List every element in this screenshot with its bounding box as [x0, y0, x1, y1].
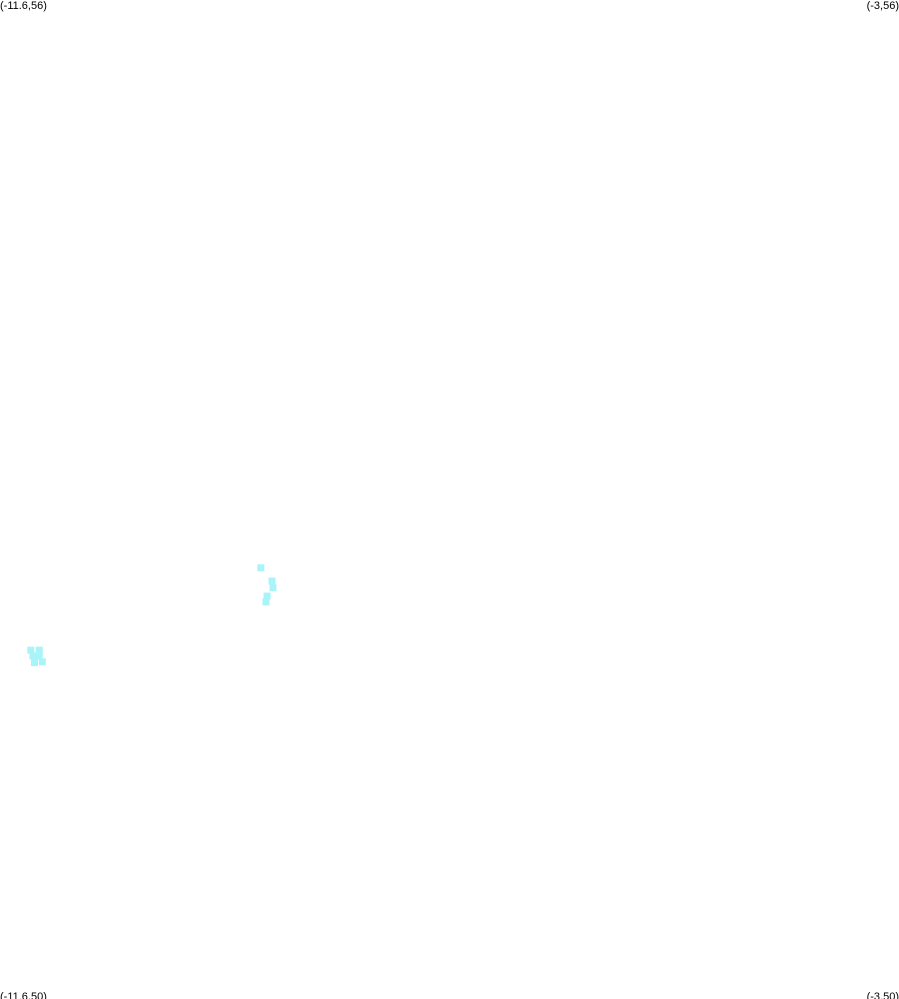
corner-label-bottom-left: (-11.6,50): [0, 991, 47, 999]
map-point-marker: [29, 652, 37, 660]
map-point-marker: [257, 564, 265, 572]
map-point-marker: [38, 658, 46, 666]
corner-label-top-right: (-3,56): [866, 0, 899, 12]
corner-label-top-left: (-11.6,56): [0, 0, 47, 12]
map-point-marker: [263, 592, 271, 600]
map-point-marker: [269, 584, 277, 592]
map-point-marker: [268, 577, 276, 585]
map-point-marker: [35, 646, 43, 654]
map-point-marker: [35, 652, 43, 660]
corner-label-bottom-right: (-3,50): [866, 991, 899, 999]
map-point-marker: [262, 598, 270, 606]
map-point-marker: [27, 646, 35, 654]
map-point-marker: [31, 659, 38, 667]
